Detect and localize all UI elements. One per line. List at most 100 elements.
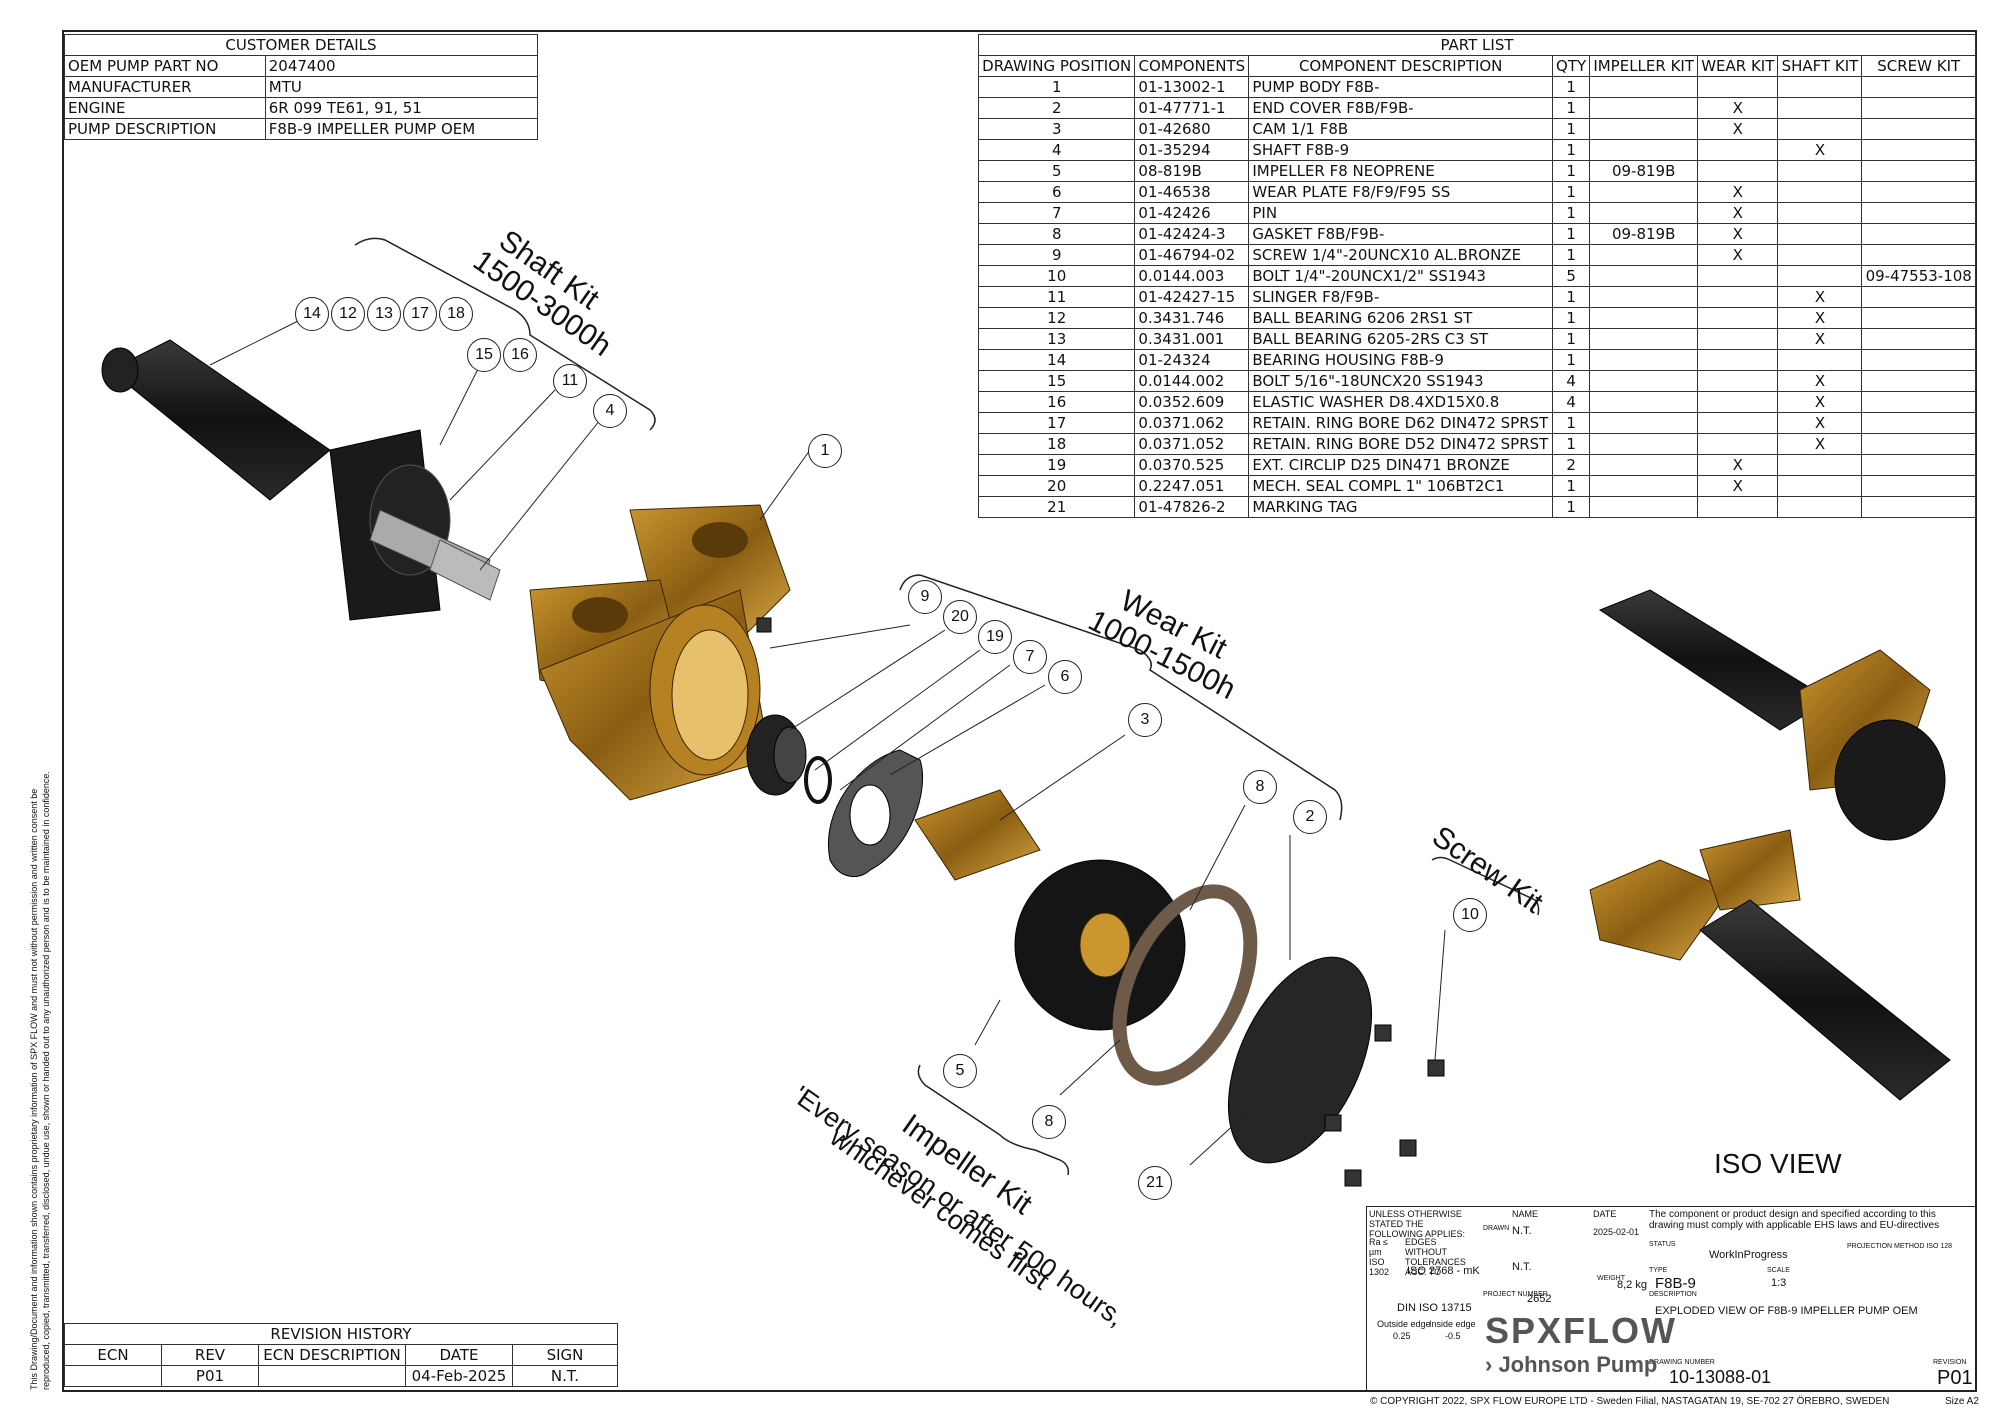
iso-view-lower: [1589, 829, 1951, 1101]
tb-project-h: PROJECT NUMBER: [1483, 1291, 1548, 1298]
part-list-header: COMPONENT DESCRIPTION: [1248, 55, 1553, 77]
callout-12: 12: [331, 297, 365, 331]
part-list-header: SCREW KIT: [1861, 55, 1976, 77]
part-list-cell: BOLT 1/4"-20UNCX1/2" SS1943: [1248, 265, 1553, 287]
tb-out-val: 0.25: [1393, 1331, 1411, 1341]
spxflow-logo: SPXFLOW: [1485, 1310, 1677, 1351]
part-list-cell: 01-13002-1: [1134, 76, 1250, 98]
callout-20: 20: [943, 600, 977, 634]
tb-approved: N.T.: [1512, 1261, 1532, 1273]
part-list-cell: SCREW 1/4"-20UNCX10 AL.BRONZE: [1248, 244, 1553, 266]
tb-project: 2652: [1527, 1293, 1552, 1305]
tb-drawn: N.T.: [1512, 1225, 1532, 1237]
rev-rev: P01: [161, 1365, 259, 1387]
part-list-header: DRAWING POSITION: [977, 55, 1136, 77]
part-list-cell: END COVER F8B/F9B-: [1248, 97, 1553, 119]
callout-15: 15: [467, 338, 501, 372]
revision-title: REVISION HISTORY: [64, 1323, 618, 1345]
tb-ra: Ra ≤ µm ISO 1302: [1369, 1237, 1390, 1277]
cust-value: F8B-9 IMPELLER PUMP OEM: [264, 118, 539, 140]
tb-unless: UNLESS OTHERWISE STATED THE FOLLOWING AP…: [1369, 1209, 1466, 1239]
part-list-cell: ELASTIC WASHER D8.4XD15X0.8: [1248, 391, 1553, 413]
cust-label: OEM PUMP PART NO: [64, 55, 266, 77]
tb-din: DIN ISO 13715: [1397, 1302, 1472, 1314]
callout-14: 14: [295, 297, 329, 331]
tb-description: EXPLODED VIEW OF F8B-9 IMPELLER PUMP OEM: [1655, 1305, 1918, 1317]
tb-type: F8B-9: [1655, 1275, 1696, 1292]
callout-3: 3: [1128, 703, 1162, 737]
tb-status: WorkInProgress: [1709, 1249, 1788, 1261]
part-list-cell: 01-24324: [1134, 349, 1250, 371]
callout-1: 1: [808, 434, 842, 468]
part-list-cell: [1697, 496, 1779, 518]
callout-21: 21: [1138, 1166, 1172, 1200]
tb-drawing-no: 10-13088-01: [1669, 1367, 1772, 1387]
gasket: [1112, 884, 1258, 1086]
callout-2: 2: [1293, 800, 1327, 834]
part-list-header: QTY: [1551, 55, 1591, 77]
part-list-cell: 01-47826-2: [1134, 496, 1250, 518]
tb-drawing-h: DRAWING NUMBER: [1649, 1359, 1715, 1366]
callout-7: 7: [1013, 640, 1047, 674]
tb-rev: P01: [1937, 1367, 1973, 1389]
callout-17: 17: [403, 297, 437, 331]
mechanical-seal: [746, 714, 832, 804]
part-list-cell: 01-46538: [1134, 181, 1250, 203]
tb-rev-h: REVISION: [1933, 1359, 1967, 1366]
tb-name-h: NAME: [1512, 1209, 1539, 1219]
callout-16: 16: [503, 338, 537, 372]
tb-scale-h: SCALE: [1767, 1267, 1790, 1274]
callout-4: 4: [593, 394, 627, 428]
tb-edges: EDGES WITHOUT TOLERANCES ACC. TO: [1405, 1237, 1466, 1277]
kit-brackets: [354, 237, 1540, 1176]
part-list-cell: 21: [977, 496, 1136, 518]
callout-19: 19: [978, 620, 1012, 654]
bolts: [756, 617, 1445, 1187]
part-list-cell: 4: [1551, 370, 1591, 392]
callout-18: 18: [439, 297, 473, 331]
cust-label: ENGINE: [64, 97, 266, 119]
sheet-size: Size A2: [1945, 1396, 1979, 1407]
part-list-cell: GASKET F8B/F9B-: [1248, 223, 1553, 245]
callout-10: 10: [1453, 898, 1487, 932]
rev-sign: N.T.: [512, 1365, 618, 1387]
callout-9: 9: [908, 580, 942, 614]
part-list-cell: 1: [1551, 223, 1591, 245]
part-list-cell: 1: [1551, 496, 1591, 518]
part-list-cell: BALL BEARING 6205-2RS C3 ST: [1248, 328, 1553, 350]
part-list-cell: PUMP BODY F8B-: [1248, 76, 1553, 98]
callout-8: 8: [1243, 770, 1277, 804]
rev-col-rev: REV: [161, 1344, 259, 1366]
drawing-frame: [62, 30, 1977, 1392]
tb-scale: 1:3: [1771, 1277, 1787, 1289]
part-list-cell: SHAFT F8B-9: [1248, 139, 1553, 161]
bearing-housing: [101, 339, 501, 621]
part-list-title: PART LIST: [978, 34, 1976, 56]
tb-projection-h: PROJECTION METHOD ISO 128: [1847, 1243, 1953, 1250]
cam: [914, 789, 1041, 881]
wear-plate: [828, 749, 924, 878]
part-list-cell: [1777, 496, 1863, 518]
part-list-cell: 0.0144.003: [1134, 265, 1250, 287]
part-list-cell: [1861, 496, 1976, 518]
johnson-pump-logo: › Johnson Pump: [1485, 1352, 1658, 1377]
part-list-cell: WEAR PLATE F8/F9/F95 SS: [1248, 181, 1553, 203]
part-list-header: IMPELLER KIT: [1589, 55, 1699, 77]
tb-drawn-h: DRAWN: [1483, 1225, 1510, 1232]
impeller: [1014, 859, 1186, 1031]
tb-date-h: DATE: [1593, 1209, 1617, 1219]
tb-status-h: STATUS: [1649, 1241, 1676, 1248]
tb-inside: Inside edge: [1429, 1319, 1476, 1329]
rev-date: 04-Feb-2025: [405, 1365, 513, 1387]
callout-11: 11: [553, 364, 587, 398]
